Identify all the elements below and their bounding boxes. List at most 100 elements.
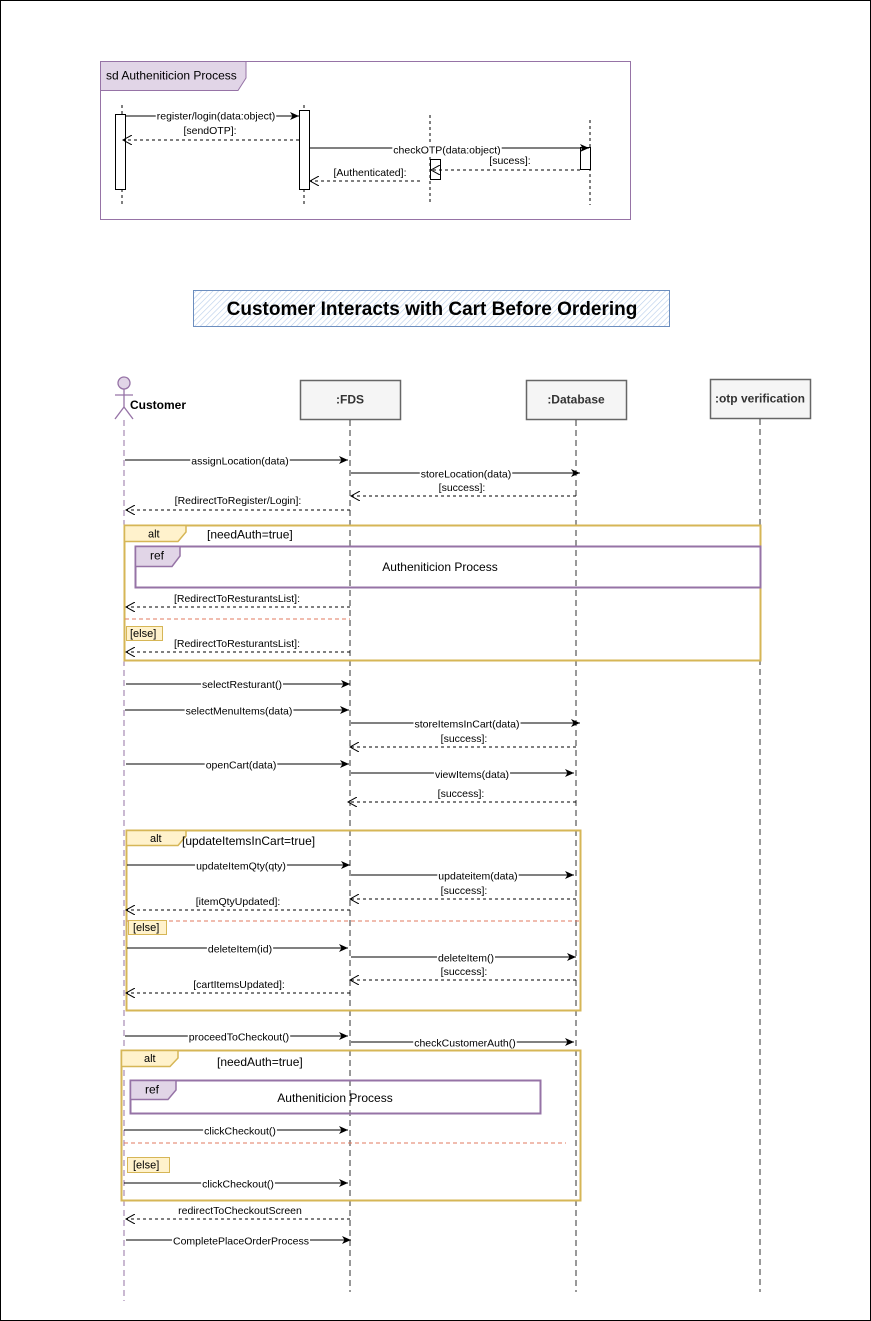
store-location-success-label: [success]: (439, 482, 486, 494)
label-background (437, 482, 487, 494)
otp-label: :otp verification (715, 392, 805, 406)
auth-register-label: register/login(data:object) (157, 111, 275, 123)
auth-frame-border (100, 61, 631, 220)
view-items-success-label: [success]: (438, 788, 485, 800)
alt1-tag: alt (148, 529, 160, 541)
delete-item-call-label: deleteItem(id) (208, 944, 272, 956)
ref2-tag: ref (145, 1083, 160, 1097)
participant-database: :Database (525, 379, 628, 421)
update-item-success-label: [success]: (441, 885, 488, 897)
delete-item-success-label: [success]: (441, 966, 488, 978)
alt1-else: [else] (130, 628, 156, 640)
auth-sequence-frame: sd Autheniticion Process register/login(… (100, 61, 631, 220)
view-items-label: viewItems(data) (435, 769, 509, 781)
label-background (413, 718, 521, 731)
label-background (172, 1235, 310, 1248)
label-background (192, 979, 286, 991)
ref1-text: Autheniticion Process (382, 560, 497, 574)
alt-fragment-need-auth: alt [needAuth=true] ref Autheniticion Pr… (123, 524, 762, 662)
label-background (433, 769, 511, 781)
alt-fragment-checkout-auth: alt [needAuth=true] ref Autheniticion Pr… (120, 1049, 582, 1202)
store-items-success-label: [success]: (441, 733, 488, 745)
alt-fragment-update-items: alt [updateItemsInCart=true] updateItemQ… (125, 829, 582, 1012)
redirect-list-1-label: [RedirectToResturantsList]: (174, 593, 300, 605)
label-background (201, 1178, 275, 1191)
alt3-else-box (127, 1157, 170, 1173)
label-background (392, 144, 502, 157)
label-background (195, 860, 287, 873)
label-background (439, 733, 489, 745)
select-restaurant-label: selectResturant() (202, 679, 282, 691)
database-label: :Database (547, 393, 605, 407)
click-checkout-1-label: clickCheckout() (204, 1126, 276, 1138)
update-item-label: updateitem(data) (438, 871, 517, 883)
label-background (419, 468, 513, 481)
ref1-tag: ref (150, 549, 165, 563)
auth-activation-1 (115, 114, 126, 190)
label-background (187, 1031, 291, 1044)
label-background (194, 896, 282, 908)
label-background (439, 966, 489, 978)
diagram-title-box: Customer Interacts with Cart Before Orde… (193, 290, 670, 327)
alt3-tag: alt (144, 1053, 156, 1065)
click-checkout-2-label: clickCheckout() (202, 1179, 274, 1191)
label-background (488, 155, 532, 167)
auth-activation-2 (299, 110, 310, 190)
customer-actor-icon (114, 376, 134, 420)
redirect-checkout-screen-label: redirectToCheckoutScreen (178, 1205, 302, 1217)
label-background (155, 110, 277, 123)
alt2-tab (125, 829, 187, 847)
alt1-tab (123, 524, 187, 543)
open-cart-label: openCart(data) (206, 760, 277, 772)
ref1-tab (134, 545, 181, 568)
assign-location-label: assignLocation(data) (191, 456, 288, 468)
proceed-to-checkout-label: proceedToCheckout() (189, 1032, 289, 1044)
alt2-tag: alt (150, 833, 162, 845)
label-background (177, 1205, 304, 1217)
label-background (203, 1125, 277, 1138)
label-background (436, 788, 486, 800)
update-item-qty-label: updateItemQty(qty) (196, 861, 286, 873)
label-background (184, 705, 294, 718)
participant-otp-verification: :otp verification (709, 378, 812, 420)
alt3-tab (120, 1049, 179, 1068)
auth-frame-title: sd Autheniticion Process (106, 69, 237, 83)
diagram-title: Customer Interacts with Cart Before Orde… (227, 299, 638, 320)
alt2-else-box (128, 920, 167, 935)
auth-authenticated-label: [Authenticated]: (334, 167, 407, 179)
label-background (436, 952, 496, 965)
auth-activation-4 (580, 147, 591, 170)
store-location-label: storeLocation(data) (421, 469, 511, 481)
label-background (413, 1037, 517, 1050)
label-background (204, 759, 278, 772)
select-menu-items-label: selectMenuItems(data) (186, 706, 293, 718)
ref2-tab (129, 1079, 177, 1101)
label-background (201, 679, 283, 691)
customer-label: Customer (130, 398, 186, 412)
label-background (439, 885, 489, 897)
redirect-register-label: [RedirectToRegister/Login]: (175, 495, 302, 507)
redirect-list-2-label: [RedirectToResturantsList]: (174, 638, 300, 650)
ref-fragment-auth-1: ref Autheniticion Process (134, 545, 762, 589)
delete-item-db-label: deleteItem() (438, 953, 494, 965)
ref-fragment-auth-2: ref Autheniticion Process (129, 1079, 542, 1115)
fds-label: :FDS (336, 393, 364, 407)
cart-items-updated-label: [cartItemsUpdated]: (193, 979, 285, 991)
ref2-text: Autheniticion Process (277, 1091, 392, 1105)
auth-sucess-label: [sucess]: (489, 155, 530, 167)
label-background (173, 495, 303, 507)
alt2-else: [else] (133, 922, 159, 934)
auth-frame-tab (100, 61, 247, 91)
auth-sendotp-label: [sendOTP]: (183, 125, 236, 137)
label-background (182, 125, 238, 137)
alt1-guard: [needAuth=true] (207, 528, 293, 542)
label-background (190, 455, 290, 468)
alt2-guard: [updateItemsInCart=true] (182, 834, 315, 848)
auth-checkotp-label: checkOTP(data:object) (393, 145, 500, 157)
check-customer-auth-label: checkCustomerAuth() (414, 1038, 516, 1050)
item-qty-updated-label: [itemQtyUpdated]: (196, 896, 281, 908)
label-background (172, 638, 302, 650)
label-background (332, 167, 408, 179)
